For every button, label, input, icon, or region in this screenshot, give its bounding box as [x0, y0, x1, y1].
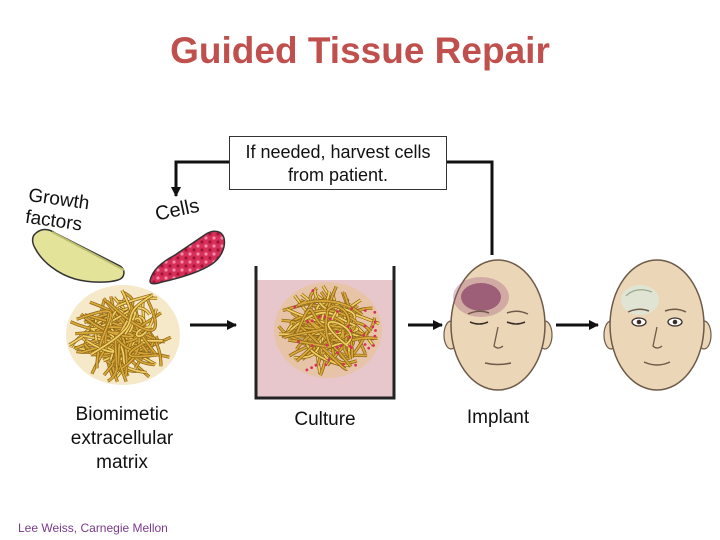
matrix-scaffold — [66, 285, 180, 385]
culture-label: Culture — [294, 409, 356, 430]
matrix-label: Biomimetic extracellular matrix — [70, 404, 174, 473]
harvest-note-box: If needed, harvest cells from patient. — [229, 136, 447, 190]
cells-pipette — [149, 230, 226, 285]
harvest-loop-arrow — [171, 160, 494, 255]
credit-text: Lee Weiss, Carnegie Mellon — [18, 521, 168, 535]
diagram-title: Guided Tissue Repair — [170, 30, 550, 71]
patient-injured-head — [443, 259, 553, 391]
implant-label: Implant — [466, 407, 530, 428]
culture-scaffold — [274, 282, 382, 378]
growth-factors-pipette — [31, 228, 125, 283]
culture-dish — [254, 266, 396, 400]
bruise-mark — [461, 283, 501, 311]
patient-implanted-head — [603, 259, 712, 391]
